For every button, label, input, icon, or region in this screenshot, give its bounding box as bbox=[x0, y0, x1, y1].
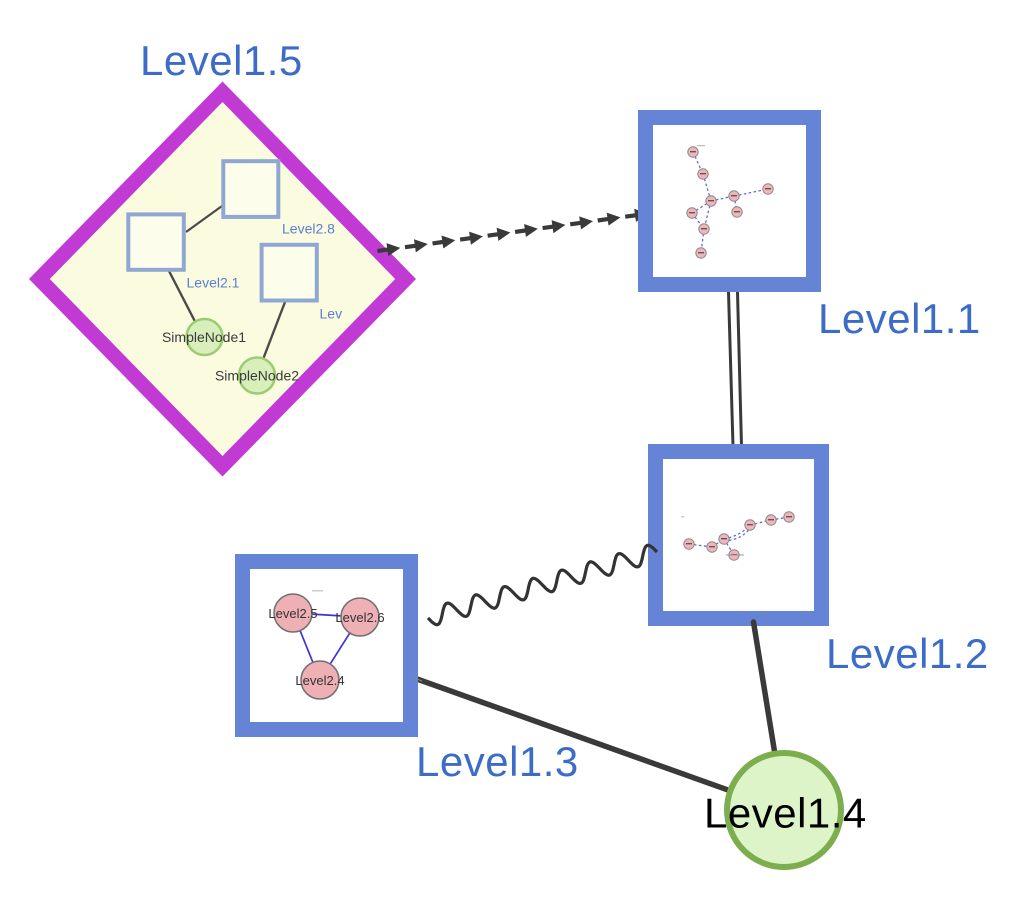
svg-text:Level1.2: Level1.2 bbox=[826, 630, 989, 677]
svg-text:SimpleNode1: SimpleNode1 bbox=[162, 329, 246, 345]
svg-text:SimpleNode2: SimpleNode2 bbox=[215, 368, 299, 384]
svg-text:Level1.1: Level1.1 bbox=[818, 295, 981, 342]
svg-text:Lev: Lev bbox=[320, 306, 343, 322]
svg-text:Level2.8: Level2.8 bbox=[282, 221, 335, 237]
svg-text:Level2.5: Level2.5 bbox=[268, 606, 317, 621]
svg-text:Level2.6: Level2.6 bbox=[335, 610, 384, 625]
svg-text:Level1.4: Level1.4 bbox=[704, 790, 867, 837]
svg-text:Level1.3: Level1.3 bbox=[416, 738, 579, 785]
svg-text:Level1.5: Level1.5 bbox=[140, 37, 303, 84]
svg-text:Level2.4: Level2.4 bbox=[295, 673, 344, 688]
svg-text:Level2.1: Level2.1 bbox=[187, 275, 240, 291]
